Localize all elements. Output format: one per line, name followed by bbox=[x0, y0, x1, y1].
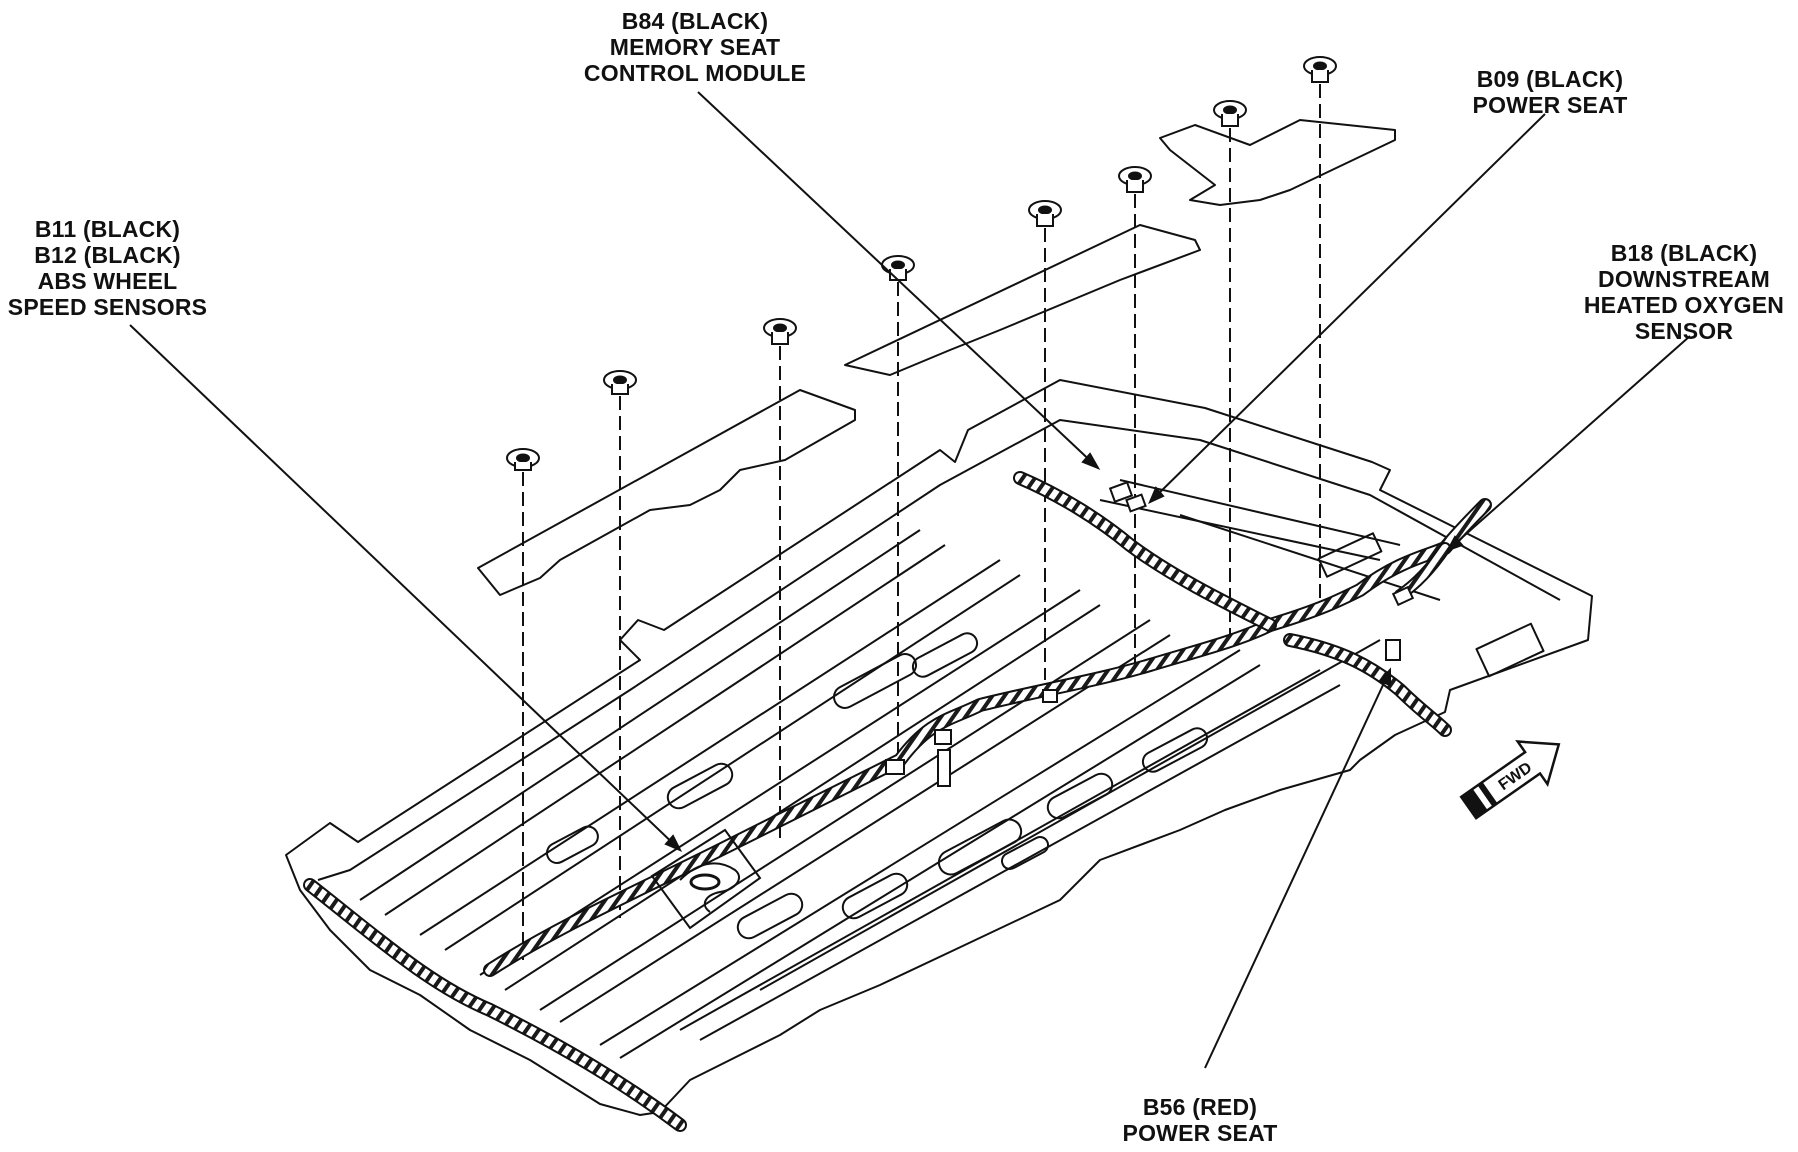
callout-b09-line2: POWER SEAT bbox=[1472, 92, 1628, 118]
callout-b11-b12-line1: B11 (BLACK) bbox=[34, 216, 181, 242]
retainer-pin-5 bbox=[1028, 200, 1062, 680]
retainer-pin-4 bbox=[881, 255, 915, 768]
callout-b11-b12-line2: B12 (BLACK) bbox=[34, 242, 181, 268]
callout-b09-line1: B09 (BLACK) bbox=[1476, 66, 1624, 92]
callout-b56-line2: POWER SEAT bbox=[1122, 1120, 1278, 1146]
retainer-pin-3 bbox=[763, 318, 797, 838]
retainer-pin-1 bbox=[506, 448, 540, 960]
callout-b56: B56 (RED) POWER SEAT bbox=[1090, 1094, 1310, 1146]
harness-connectors bbox=[885, 481, 1415, 787]
callout-b84-line2: MEMORY SEAT bbox=[609, 34, 781, 60]
retainer-pin-8 bbox=[1303, 56, 1337, 600]
floor-mat-strips bbox=[477, 119, 1396, 596]
callout-b18-line3: HEATED OXYGEN bbox=[1583, 292, 1785, 318]
leader-b84 bbox=[697, 91, 1099, 469]
forward-direction-arrow: FWD bbox=[1459, 740, 1561, 820]
callout-b18-line4: SENSOR bbox=[1634, 318, 1734, 344]
callout-b56-line1: B56 (RED) bbox=[1142, 1094, 1258, 1120]
callout-b18: B18 (BLACK) DOWNSTREAM HEATED OXYGEN SEN… bbox=[1570, 240, 1798, 344]
abs-sensor-inset bbox=[650, 828, 762, 930]
floor-pan bbox=[285, 379, 1593, 1116]
callout-b09: B09 (BLACK) POWER SEAT bbox=[1440, 66, 1660, 118]
callout-leader-lines bbox=[129, 91, 1691, 1069]
callout-b84: B84 (BLACK) MEMORY SEAT CONTROL MODULE bbox=[560, 8, 830, 86]
callout-b11-b12-line3: ABS WHEEL bbox=[37, 268, 178, 294]
callout-b18-line1: B18 (BLACK) bbox=[1610, 240, 1758, 266]
retainer-pin-7 bbox=[1213, 100, 1247, 635]
retainer-pin-6 bbox=[1118, 166, 1152, 665]
callout-b11-b12: B11 (BLACK) B12 (BLACK) ABS WHEEL SPEED … bbox=[0, 216, 215, 320]
retainer-pin-2 bbox=[603, 370, 637, 918]
callout-b84-line1: B84 (BLACK) bbox=[621, 8, 769, 34]
mat-retainer-pins bbox=[506, 56, 1337, 960]
leader-b11-b12 bbox=[129, 324, 681, 851]
callout-b18-line2: DOWNSTREAM bbox=[1598, 266, 1770, 292]
leader-b56 bbox=[1204, 669, 1391, 1069]
callout-b11-b12-line4: SPEED SENSORS bbox=[7, 294, 208, 320]
leader-b09 bbox=[1149, 113, 1546, 503]
callout-b84-line3: CONTROL MODULE bbox=[583, 60, 807, 86]
leader-b18 bbox=[1447, 335, 1691, 551]
